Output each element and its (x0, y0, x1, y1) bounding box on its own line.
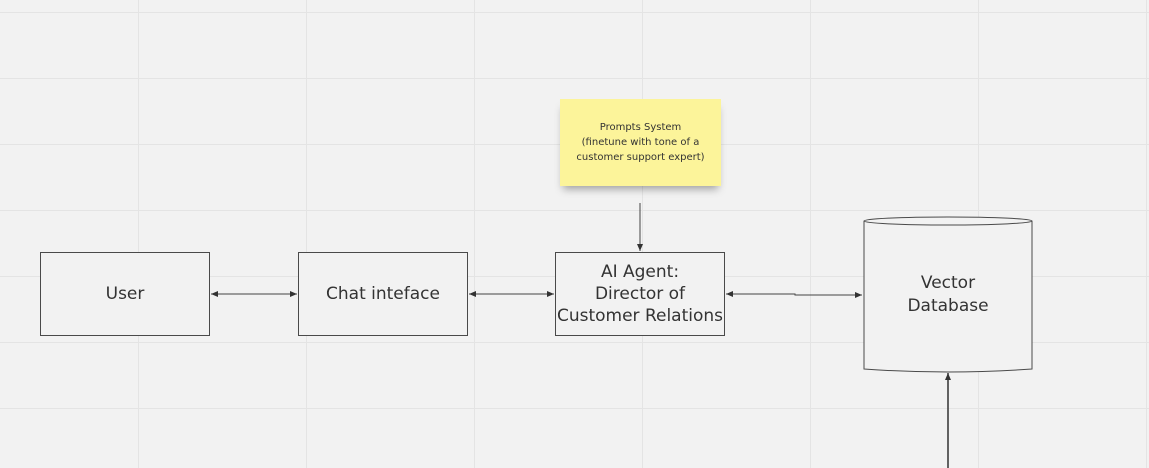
database-cylinder[interactable] (863, 216, 1033, 373)
database-label-line-1: Vector (920, 273, 976, 293)
note-line-3: customer support expert) (576, 152, 705, 163)
ai-agent-label-line-2: Director of (594, 284, 686, 304)
ai-agent-label-line-3: Customer Relations (556, 306, 724, 326)
database-label-line-2: Database (907, 296, 989, 316)
ai-agent-label-line-1: AI Agent: (600, 262, 680, 282)
chat-interface-node[interactable]: Chat inteface (298, 252, 468, 336)
prompts-system-note[interactable]: Prompts System (finetune with tone of a … (560, 99, 721, 186)
user-node[interactable]: User (40, 252, 210, 336)
user-label: User (105, 284, 145, 304)
ai-agent-node[interactable]: AI Agent: Director of Customer Relations (555, 252, 725, 336)
vector-database-label: Vector Database (863, 272, 1033, 318)
note-line-2: (finetune with tone of a (581, 137, 700, 148)
note-line-1: Prompts System (599, 122, 682, 133)
chat-interface-label: Chat inteface (326, 284, 440, 304)
edge-agent-database (726, 291, 862, 298)
